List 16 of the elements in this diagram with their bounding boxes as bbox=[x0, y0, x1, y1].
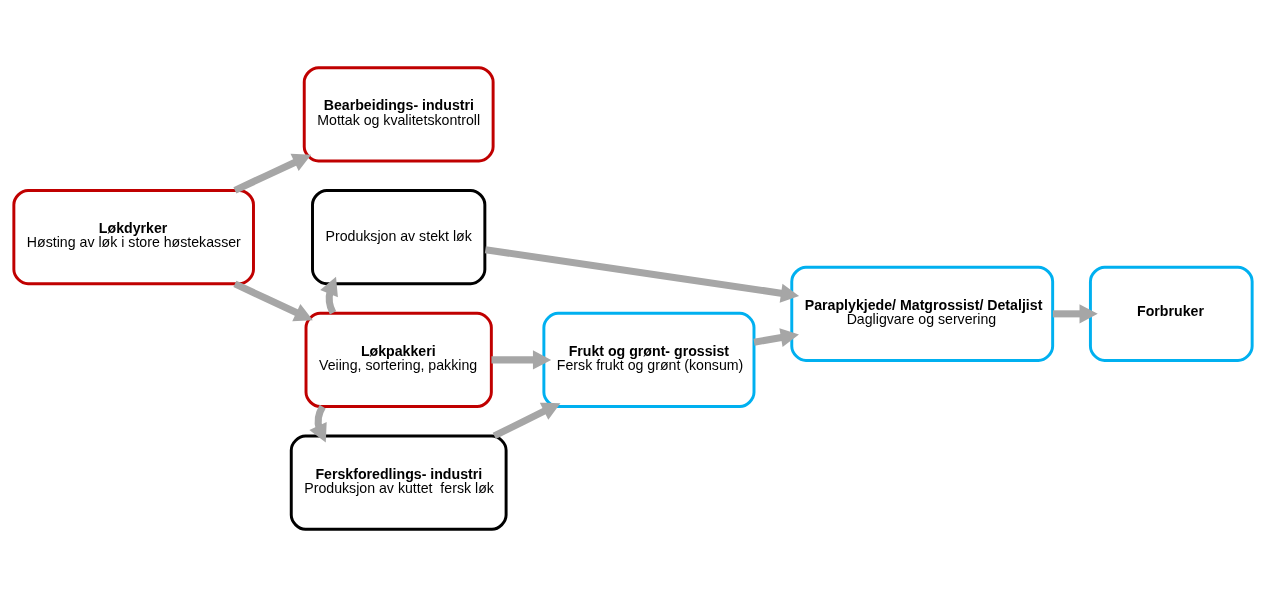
node-box: Paraplykjede/ Matgrossist/ Detaljist Dagligvare og servering bbox=[790, 265, 1055, 362]
node-box: Ferskforedlings- industri Produksjon av kuttet fersk løk bbox=[289, 434, 508, 531]
arrow bbox=[233, 280, 313, 321]
arrow bbox=[309, 404, 327, 443]
node-box: Løkpakkeri Veiing, sortering, pakking bbox=[304, 311, 493, 408]
arrow bbox=[320, 276, 338, 314]
arrow bbox=[753, 327, 799, 347]
arrow bbox=[233, 153, 312, 194]
node-box: Forbruker bbox=[1088, 265, 1254, 362]
arrow bbox=[484, 245, 800, 303]
arrow bbox=[1052, 303, 1098, 323]
node-box: Frukt og grønt- grossist Fersk frukt og grønt (konsum) bbox=[542, 311, 756, 408]
arrow bbox=[492, 402, 561, 439]
node-box: Produksjon av stekt løk bbox=[311, 188, 487, 285]
node-box: Bearbeidings- industri Mottak og kvalitetskontroll bbox=[302, 65, 495, 162]
node-box: Løkdyrker Høsting av løk i store høstekasser bbox=[12, 188, 255, 285]
